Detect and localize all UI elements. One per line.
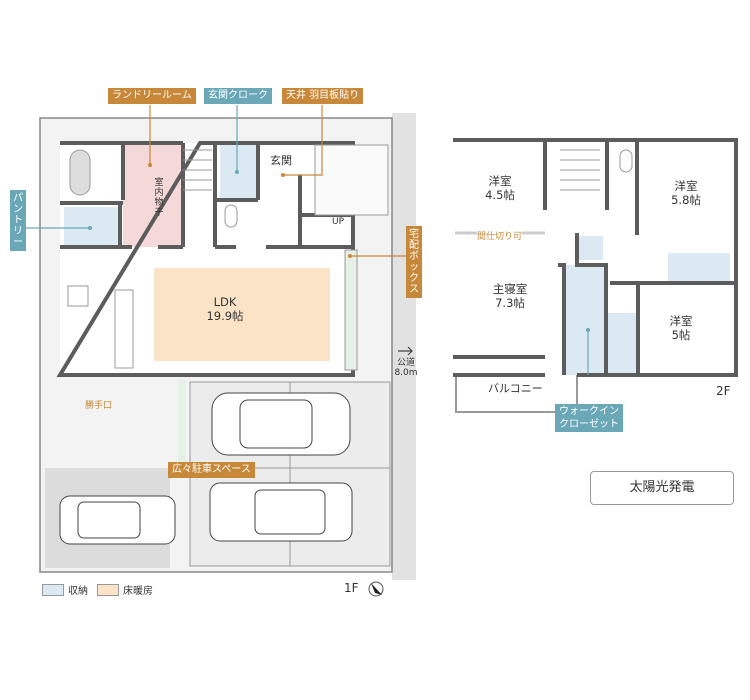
room-genkan: 玄関 <box>270 154 292 167</box>
partition-note: 間仕切り可 <box>477 231 523 244</box>
room-size: 5帖 <box>671 328 691 342</box>
floor2-label: 2F <box>716 384 731 398</box>
callout-parking: 広々駐車スペース <box>168 462 255 478</box>
room-name: 洋室 <box>488 174 512 188</box>
walkin-line2: クローゼット <box>559 419 619 430</box>
room-ldk-name: LDK <box>213 295 237 309</box>
legend-swatch-storage <box>42 583 64 596</box>
car-2 <box>209 482 353 542</box>
callout-entrance-cloak: 玄関クローク <box>204 88 272 104</box>
room-name: 洋室 <box>674 179 698 193</box>
legend-swatch-floor-heating <box>97 583 119 596</box>
entrance-cloak <box>220 145 258 200</box>
callout-delivery-box: 宅配ボックス <box>406 226 422 298</box>
floor-heating-area <box>154 268 330 361</box>
floor1-label: 1F <box>344 581 359 595</box>
laundry-room <box>123 145 183 247</box>
north-compass-icon <box>368 581 384 597</box>
room-name: 洋室 <box>669 314 693 328</box>
road-strip <box>392 113 416 580</box>
car-3 <box>59 495 176 545</box>
road-width: 8.0m <box>394 368 418 378</box>
callout-ceiling: 天井 羽目板貼り <box>282 88 364 104</box>
room-size: 5.8帖 <box>671 193 701 207</box>
label-back-door: 勝手口 <box>85 401 113 411</box>
callout-walkin-closet: ウォークイン クローゼット <box>555 404 623 432</box>
solar-power-label: 太陽光発電 <box>590 471 734 505</box>
pantry <box>64 207 120 247</box>
room-ldk-size: 19.9帖 <box>206 309 244 323</box>
room-size: 7.3帖 <box>495 296 525 310</box>
legend-label: 床暖房 <box>123 586 153 597</box>
road-label: 公道 <box>396 358 415 368</box>
callout-laundry-room: ランドリールーム <box>108 88 196 104</box>
floor2-house <box>453 138 738 413</box>
room-size: 4.5帖 <box>485 188 515 202</box>
floor1-house <box>56 141 389 377</box>
label-indoor-dry: 室内物干 <box>154 178 164 218</box>
balcony-label: バルコニー <box>488 382 543 395</box>
car-1 <box>211 392 351 456</box>
legend-floor-heating: 床暖房 <box>97 582 153 597</box>
label-up: UP <box>332 217 345 227</box>
walkin-closet <box>564 265 608 375</box>
callout-pantry: パントリー <box>10 190 26 251</box>
room-name: 主寝室 <box>492 282 528 296</box>
callout-lines <box>26 105 413 356</box>
legend-storage: 収納 <box>42 582 88 597</box>
legend-label: 収納 <box>68 586 88 597</box>
walkin-line1: ウォークイン <box>559 406 619 417</box>
